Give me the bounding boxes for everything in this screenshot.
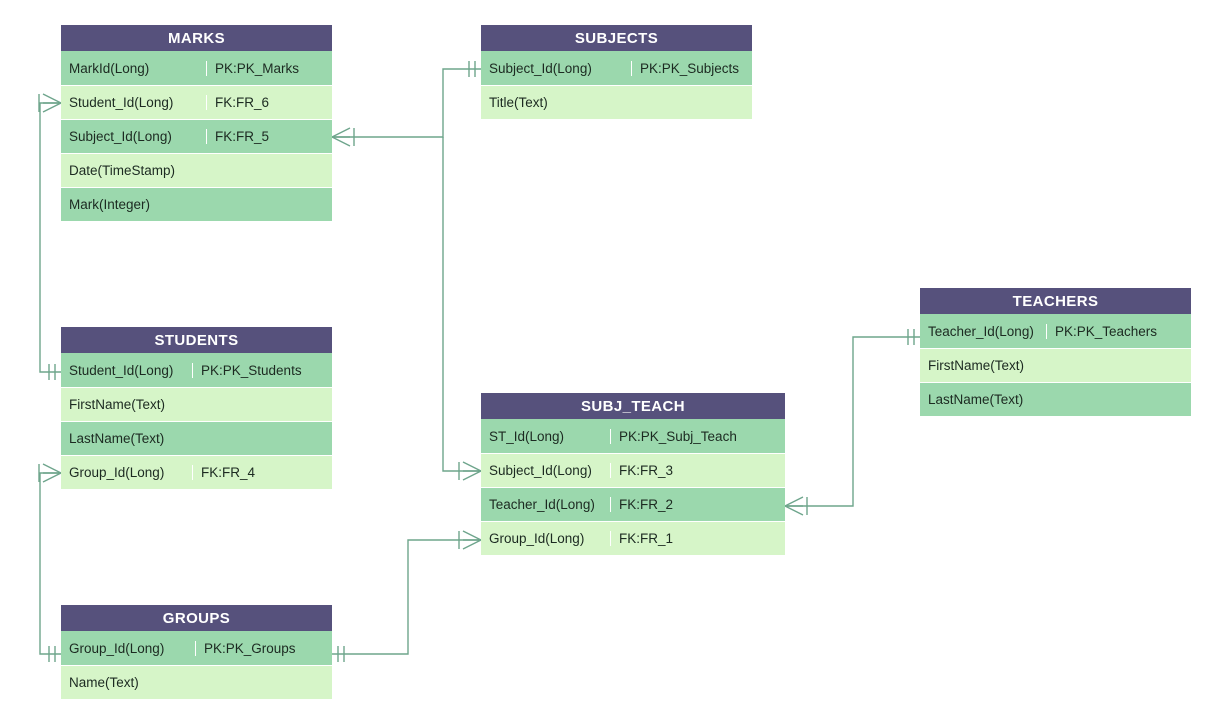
attribute-row[interactable]: Group_Id(Long) FK:FR_4 [61, 455, 332, 489]
relationship-FR_2 [784, 328, 920, 516]
attribute-key: PK:PK_Groups [195, 640, 332, 656]
relationship-FR_6 [38, 93, 62, 381]
attribute-row[interactable]: Student_Id(Long) PK:PK_Students [61, 353, 332, 387]
attribute-row[interactable]: Mark(Integer) [61, 187, 332, 221]
attribute-row[interactable]: FirstName(Text) [920, 348, 1191, 382]
attribute-key: PK:PK_Subj_Teach [610, 428, 785, 444]
relationship-FR_4 [38, 463, 62, 663]
entity-title-students: STUDENTS [61, 327, 332, 353]
attribute-row[interactable]: FirstName(Text) [61, 387, 332, 421]
attribute-row[interactable]: MarkId(Long) PK:PK_Marks [61, 51, 332, 85]
attribute-row[interactable]: Date(TimeStamp) [61, 153, 332, 187]
attribute-name: ST_Id(Long) [489, 428, 565, 444]
attribute-key: FK:FR_4 [192, 465, 332, 480]
attribute-name: Mark(Integer) [69, 197, 151, 212]
attribute-name: MarkId(Long) [69, 60, 150, 76]
attribute-name: Student_Id(Long) [69, 95, 174, 110]
attribute-key: FK:FR_2 [610, 497, 785, 512]
relationship-FR_1 [332, 530, 482, 662]
attribute-name: FirstName(Text) [928, 358, 1025, 373]
attribute-name: Group_Id(Long) [69, 465, 165, 480]
attribute-name: Date(TimeStamp) [69, 163, 176, 178]
attribute-row[interactable]: Group_Id(Long) PK:PK_Groups [61, 631, 332, 665]
attribute-key: FK:FR_6 [206, 95, 332, 110]
entity-title-groups: GROUPS [61, 605, 332, 631]
attribute-name: LastName(Text) [69, 431, 165, 446]
attribute-key: PK:PK_Students [192, 362, 332, 378]
attribute-key: PK:PK_Teachers [1046, 323, 1191, 339]
attribute-key: PK:PK_Marks [206, 60, 332, 76]
attribute-name: Subject_Id(Long) [489, 463, 592, 478]
attribute-key: FK:FR_3 [610, 463, 785, 478]
attribute-key: FK:FR_1 [610, 531, 785, 546]
attribute-row[interactable]: Teacher_Id(Long) FK:FR_2 [481, 487, 785, 521]
attribute-name: Teacher_Id(Long) [928, 323, 1034, 339]
attribute-name: Subject_Id(Long) [69, 129, 172, 144]
attribute-row[interactable]: ST_Id(Long) PK:PK_Subj_Teach [481, 419, 785, 453]
entity-title-teachers: TEACHERS [920, 288, 1191, 314]
attribute-row[interactable]: Teacher_Id(Long) PK:PK_Teachers [920, 314, 1191, 348]
attribute-row[interactable]: Student_Id(Long) FK:FR_6 [61, 85, 332, 119]
attribute-key: PK:PK_Subjects [631, 60, 752, 76]
relationship-FR_3 [442, 137, 482, 481]
attribute-row[interactable]: Subject_Id(Long) PK:PK_Subjects [481, 51, 752, 85]
attribute-row[interactable]: Subject_Id(Long) FK:FR_3 [481, 453, 785, 487]
attribute-key: FK:FR_5 [206, 129, 332, 144]
attribute-row[interactable]: LastName(Text) [61, 421, 332, 455]
entity-title-marks: MARKS [61, 25, 332, 51]
relationship-FR_5 [331, 60, 481, 147]
attribute-row[interactable]: Title(Text) [481, 85, 752, 119]
attribute-name: Subject_Id(Long) [489, 60, 592, 76]
entity-title-subjects: SUBJECTS [481, 25, 752, 51]
entity-title-subj_teach: SUBJ_TEACH [481, 393, 785, 419]
attribute-name: Group_Id(Long) [489, 531, 585, 546]
attribute-row[interactable]: Group_Id(Long) FK:FR_1 [481, 521, 785, 555]
attribute-name: Student_Id(Long) [69, 362, 174, 378]
attribute-name: Teacher_Id(Long) [489, 497, 595, 512]
attribute-name: Group_Id(Long) [69, 640, 165, 656]
attribute-name: Title(Text) [489, 95, 548, 110]
attribute-row[interactable]: Subject_Id(Long) FK:FR_5 [61, 119, 332, 153]
attribute-name: Name(Text) [69, 675, 139, 690]
attribute-row[interactable]: LastName(Text) [920, 382, 1191, 416]
attribute-row[interactable]: Name(Text) [61, 665, 332, 699]
attribute-name: FirstName(Text) [69, 397, 166, 412]
attribute-name: LastName(Text) [928, 392, 1024, 407]
